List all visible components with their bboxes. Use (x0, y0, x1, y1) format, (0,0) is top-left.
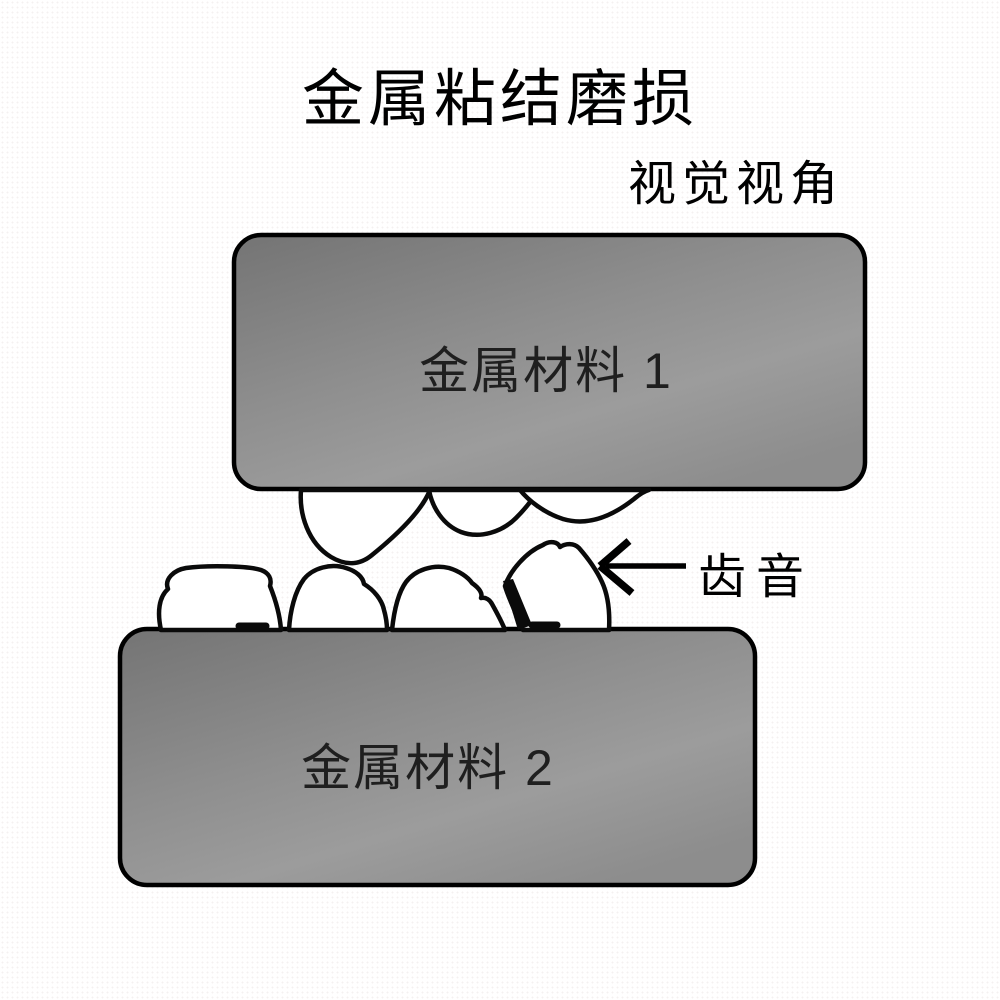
view-angle-label: 视觉视角 (628, 158, 845, 211)
lower-block-label: 金属材料 2 (301, 740, 555, 796)
contact-marks-group (235, 621, 561, 630)
arrow-icon (597, 538, 686, 596)
lower-asperities-group (156, 539, 612, 633)
arrow-annotation-label: 齿音 (698, 551, 815, 604)
upper-asperity-icon (517, 487, 652, 524)
upper-asperity-icon (298, 487, 433, 566)
upper-block-label: 金属材料 1 (419, 343, 673, 399)
upper-asperity-icon (426, 487, 541, 537)
diagram-title: 金属粘结磨损 (301, 65, 698, 134)
crack-mark-icon (503, 579, 532, 630)
lower-asperity-icon (286, 563, 390, 633)
upper-asperities-group (298, 487, 652, 566)
lower-asperity-icon (389, 564, 508, 633)
lower-asperity-icon (156, 564, 284, 633)
